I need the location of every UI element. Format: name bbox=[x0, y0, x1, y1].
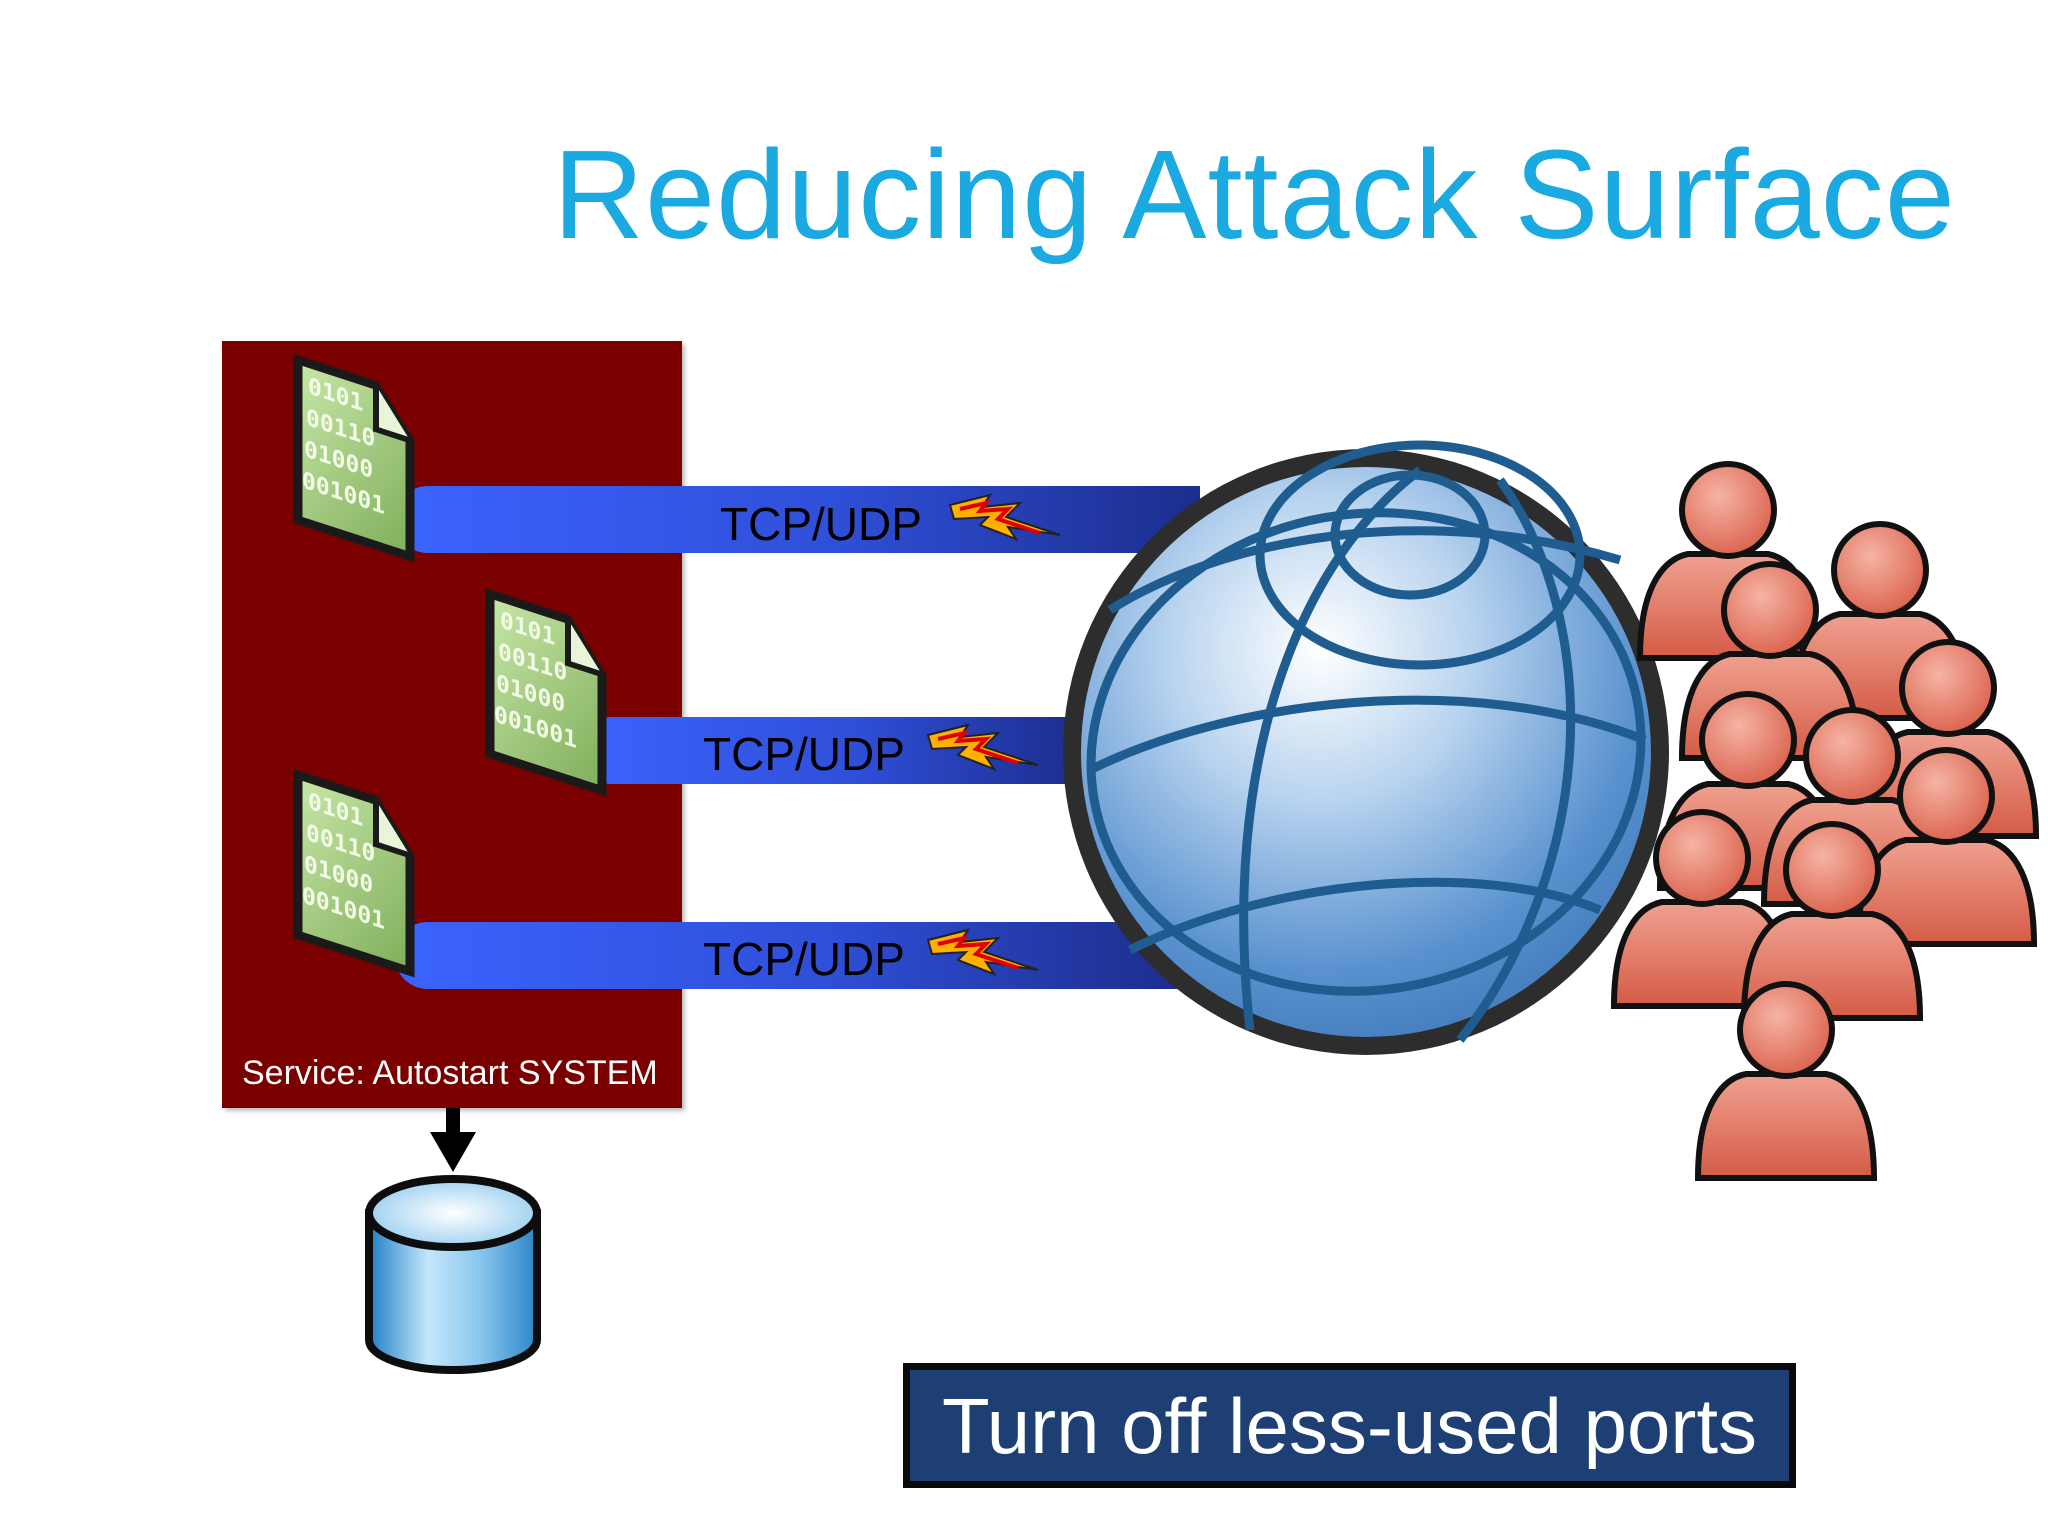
port-label: TCP/UDP bbox=[703, 933, 905, 985]
binary-file-icon: 0101 00110 01000 001001 bbox=[293, 354, 415, 563]
callout-box: Turn off less-used ports bbox=[903, 1363, 1796, 1488]
port-label: TCP/UDP bbox=[720, 498, 922, 550]
arrow-down-icon bbox=[430, 1108, 476, 1172]
people-crowd bbox=[1614, 464, 2036, 1178]
database-icon bbox=[365, 1175, 541, 1374]
binary-file-icon: 0101 00110 01000 001001 bbox=[293, 769, 415, 978]
binary-file-icon: 0101 00110 01000 001001 bbox=[485, 588, 607, 797]
connection-pipe bbox=[394, 486, 1200, 553]
globe-icon bbox=[1063, 440, 1669, 1055]
port-label: TCP/UDP bbox=[703, 728, 905, 780]
callout-text: Turn off less-used ports bbox=[941, 1382, 1758, 1470]
service-label: Service: Autostart SYSTEM bbox=[242, 1054, 658, 1092]
slide-title: Reducing Attack Surface bbox=[553, 124, 1956, 265]
